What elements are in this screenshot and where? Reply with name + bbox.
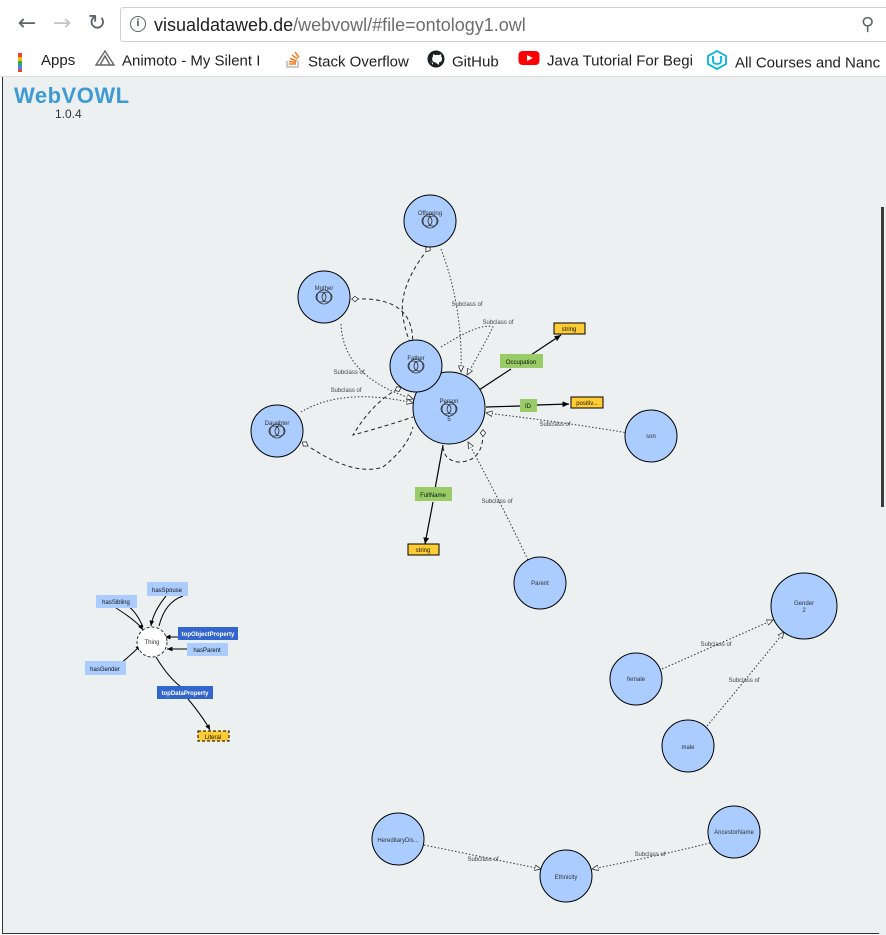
- reload-icon[interactable]: ↻: [87, 11, 107, 36]
- svg-text:hasParent: hasParent: [193, 648, 221, 654]
- class-node-male[interactable]: male: [661, 719, 715, 773]
- svg-text:ID: ID: [525, 404, 532, 410]
- datatype-property-fullname[interactable]: FullName: [415, 487, 452, 501]
- forward-arrow-icon[interactable]: →: [52, 11, 72, 36]
- bookmark-github[interactable]: GitHub: [427, 50, 507, 72]
- version-label: 1.0.4: [55, 107, 82, 121]
- browser-toolbar: ← → ↻ i visualdataweb.de/webvowl/#file=o…: [0, 0, 886, 48]
- url-text[interactable]: visualdataweb.de/webvowl/#file=ontology1…: [154, 15, 526, 35]
- animoto-icon: [95, 50, 116, 72]
- object-property-has-sibling[interactable]: hasSibling: [96, 595, 137, 608]
- edge-label-parent-person: Subclass of: [481, 499, 512, 505]
- zoom-icon[interactable]: ⚲: [861, 14, 875, 35]
- class-node-hereditary[interactable]: HereditaryDis...: [371, 812, 425, 866]
- class-node-female[interactable]: female: [609, 652, 663, 706]
- datatype-positive[interactable]: positiv...: [570, 396, 604, 409]
- equivalence-icon: [407, 358, 425, 374]
- svg-text:Occupation: Occupation: [506, 360, 536, 366]
- class-node-offspring[interactable]: Offspring: [403, 194, 457, 248]
- edge-label-female-gender: Subclass of: [700, 642, 731, 648]
- svg-text:son: son: [646, 434, 656, 440]
- back-arrow-icon[interactable]: ←: [17, 11, 37, 36]
- youtube-icon: [518, 50, 540, 72]
- object-property-has-spouse[interactable]: hasSpouse: [147, 582, 188, 596]
- object-property-has-parent[interactable]: hasParent: [187, 643, 228, 656]
- svg-text:hasSpouse: hasSpouse: [152, 588, 183, 594]
- datatype-literal[interactable]: Literal: [197, 730, 230, 742]
- class-node-gender[interactable]: Gender 2: [770, 572, 838, 640]
- edge-label-daughter-person: Subclass of: [330, 388, 361, 394]
- datatype-property-top-data-property[interactable]: topDataProperty: [157, 686, 213, 699]
- class-node-ethnicity[interactable]: Ethnicity: [539, 849, 593, 903]
- svg-text:Mother: Mother: [315, 286, 334, 292]
- svg-text:female: female: [627, 677, 646, 683]
- class-node-daughter[interactable]: Daughter: [250, 404, 304, 458]
- svg-text:hasSibling: hasSibling: [102, 600, 130, 606]
- edges-main: [300, 245, 629, 561]
- equivalence-icon: [421, 213, 439, 229]
- bookmarks-bar: Apps Animoto - My Silent I Stack Overflo…: [0, 48, 886, 77]
- svg-text:male: male: [681, 745, 695, 751]
- bookmark-stack-overflow[interactable]: Stack Overflow: [285, 50, 415, 72]
- ontology-graph[interactable]: Subclass of Subclass of Subclass of Subc…: [3, 77, 879, 933]
- svg-text:hasGender: hasGender: [90, 667, 120, 673]
- edge-label-son-person: Subclass of: [539, 422, 570, 428]
- class-node-parent[interactable]: Parent: [513, 556, 567, 610]
- edges-ethnicity: Subclass of Subclass of: [423, 842, 711, 869]
- datatype-property-occupation[interactable]: Occupation: [500, 354, 543, 368]
- datatype-string-occupation[interactable]: string: [553, 322, 586, 335]
- bookmark-udacity[interactable]: All Courses and Nanc: [706, 50, 882, 72]
- address-bar[interactable]: i visualdataweb.de/webvowl/#file=ontolog…: [120, 7, 886, 42]
- bookmark-apps[interactable]: Apps: [18, 50, 90, 72]
- edge-label-offspring-person: Subclass of: [451, 302, 482, 308]
- svg-text:Gender: Gender: [794, 601, 814, 607]
- svg-text:FullName: FullName: [420, 493, 446, 499]
- apps-grid-icon: [18, 53, 34, 72]
- edge-label-father-person: Subclass of: [482, 320, 513, 326]
- svg-text:topDataProperty: topDataProperty: [161, 691, 209, 697]
- svg-text:AncestorName: AncestorName: [714, 830, 754, 836]
- edge-label-ancestor-ethnicity: Subclass of: [634, 852, 665, 858]
- svg-text:Thing: Thing: [144, 640, 159, 646]
- svg-text:Parent: Parent: [531, 581, 549, 587]
- svg-text:2: 2: [802, 608, 806, 614]
- scrollbar-strip[interactable]: [879, 77, 886, 935]
- edge-label-hereditary-ethnicity: Subclass of: [467, 857, 498, 863]
- svg-text:5: 5: [447, 417, 451, 423]
- class-node-ancestor[interactable]: AncestorName: [707, 805, 761, 859]
- class-node-son[interactable]: son: [624, 409, 678, 463]
- svg-text:Ethnicity: Ethnicity: [555, 875, 578, 881]
- edge-label-mother-person: Subclass of: [333, 370, 364, 376]
- udacity-icon: [706, 50, 728, 72]
- datatype-string-fullname[interactable]: string: [407, 543, 440, 556]
- object-property-top-object-property[interactable]: topObjectProperty: [178, 627, 238, 640]
- object-property-has-gender[interactable]: hasGender: [85, 661, 126, 675]
- class-node-mother[interactable]: Mother: [297, 270, 351, 324]
- svg-text:Literal: Literal: [205, 735, 221, 741]
- class-node-person[interactable]: Person 5: [412, 371, 486, 445]
- edges-gender: Subclass of Subclass of: [661, 619, 784, 727]
- equivalence-icon: [440, 401, 458, 417]
- svg-text:positiv...: positiv...: [576, 401, 598, 407]
- stack-overflow-icon: [285, 50, 301, 72]
- graph-canvas[interactable]: WebVOWL 1.0.4: [2, 77, 879, 934]
- edge-label-male-gender: Subclass of: [728, 678, 759, 684]
- datatype-property-id[interactable]: ID: [520, 399, 537, 412]
- equivalence-icon: [268, 423, 286, 439]
- class-node-thing[interactable]: Thing: [136, 626, 168, 658]
- svg-text:HereditaryDis...: HereditaryDis...: [377, 838, 419, 844]
- svg-text:string: string: [416, 548, 431, 554]
- github-icon: [427, 50, 445, 72]
- webvowl-logo: WebVOWL: [14, 83, 130, 108]
- info-icon[interactable]: i: [130, 16, 146, 32]
- svg-text:topObjectProperty: topObjectProperty: [182, 632, 235, 638]
- bookmark-animoto[interactable]: Animoto - My Silent I: [95, 50, 267, 72]
- class-node-father[interactable]: Father: [389, 339, 443, 393]
- scrollbar-thumb[interactable]: [881, 207, 884, 507]
- equivalence-icon: [315, 289, 333, 305]
- svg-text:string: string: [562, 327, 577, 333]
- edge-labels-main: Subclass of Subclass of Subclass of Subc…: [330, 302, 570, 505]
- bookmark-youtube[interactable]: Java Tutorial For Begi: [518, 50, 694, 72]
